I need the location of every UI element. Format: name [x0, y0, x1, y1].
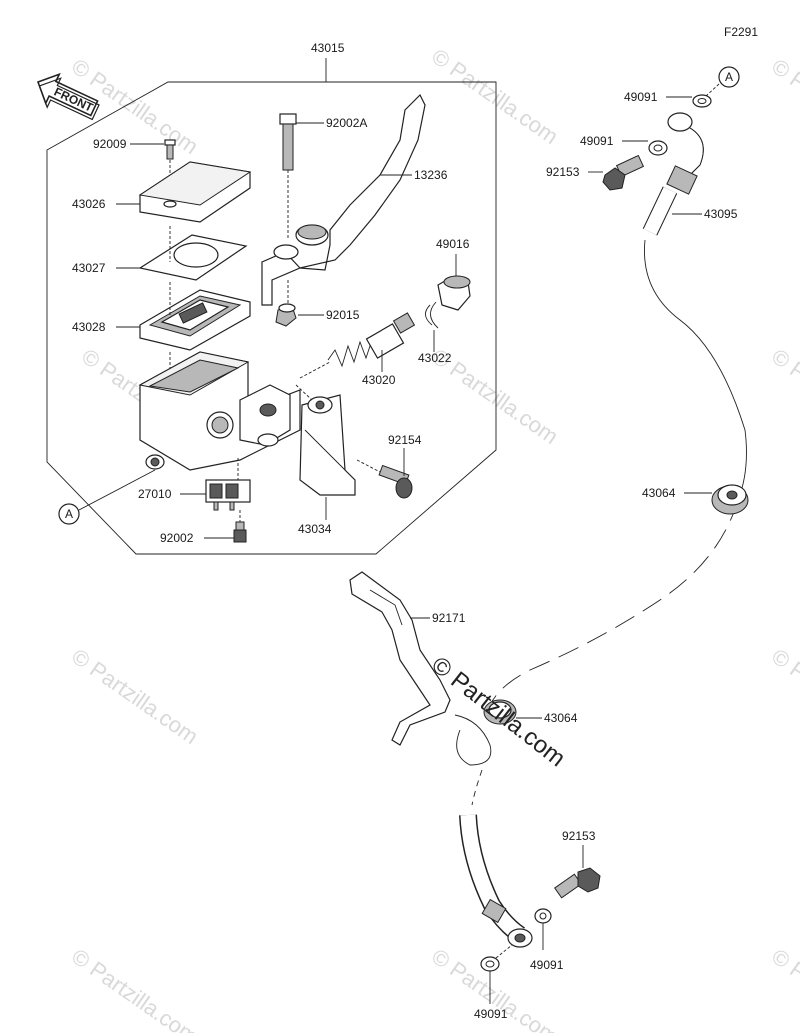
label-27010: 27010 [138, 487, 172, 501]
watermark: © Partzilla.com [67, 944, 203, 1033]
label-43034: 43034 [298, 522, 332, 536]
label-43026: 43026 [72, 197, 106, 211]
watermark: © Partzilla.com [767, 344, 800, 450]
ref-marker-a [58, 503, 80, 525]
screw-92009 [164, 139, 176, 160]
boot-49016 [437, 275, 471, 311]
nut-92015 [275, 303, 297, 327]
bolt-92154 [378, 464, 413, 499]
grommet-43064-center [483, 699, 517, 725]
pivot-bolt-92002A [279, 113, 297, 171]
grommet-43064-right [711, 484, 749, 515]
label-43028: 43028 [72, 320, 106, 334]
brake-hose-lower [459, 769, 533, 948]
label-92002A: 92002A [326, 116, 367, 130]
washer-49091-top [692, 94, 712, 108]
label-43064-right: 43064 [642, 486, 676, 500]
label-43064-center: 43064 [544, 711, 578, 725]
assembly-outline [46, 81, 497, 555]
screw-92002 [233, 521, 247, 543]
label-43027: 43027 [72, 261, 106, 275]
label-92153-bottom: 92153 [562, 829, 596, 843]
label-92015: 92015 [326, 308, 360, 322]
label-43015: 43015 [311, 41, 345, 55]
watermark: © Partzilla.com [767, 944, 800, 1033]
banjo-bolt-92153-bottom [554, 867, 601, 899]
label-92153-top: 92153 [546, 165, 580, 179]
watermark: © Partzilla.com [427, 44, 563, 150]
label-43022: 43022 [418, 351, 452, 365]
piston-spring-43020 [327, 312, 416, 368]
brake-hose-upper-43095 [642, 112, 704, 236]
label-13236: 13236 [414, 168, 448, 182]
circlip-43022 [425, 301, 439, 329]
label-92009: 92009 [93, 137, 127, 151]
bracket-92171 [349, 571, 492, 766]
banjo-bolt-92153-top [602, 154, 645, 191]
label-49016: 49016 [436, 237, 470, 251]
label-49091-top1: 49091 [624, 90, 658, 104]
ref-marker-a-label: A [725, 70, 733, 84]
ref-marker-a [718, 66, 740, 88]
label-92171: 92171 [432, 611, 466, 625]
figure-code: F2291 [724, 25, 758, 39]
ref-marker-a-label: A [65, 507, 73, 521]
label-43095: 43095 [704, 207, 738, 221]
washer-49091-second [648, 140, 668, 156]
label-49091-bottom2: 49091 [474, 1007, 508, 1021]
brake-switch-27010 [205, 479, 251, 511]
diaphragm-plate-43027 [138, 234, 248, 281]
watermark: © Partzilla.com [767, 54, 800, 160]
watermark: © Partzilla.com [767, 644, 800, 750]
washer-49091-bottom-right [534, 908, 552, 924]
brake-hose-line-upper [644, 239, 747, 501]
label-43020: 43020 [362, 373, 396, 387]
clamp-43034 [299, 394, 356, 496]
watermark: © Partzilla.com [67, 644, 203, 750]
label-49091-bottom1: 49091 [530, 958, 564, 972]
washer-49091-bottom-left [480, 956, 500, 972]
diaphragm-43028 [139, 289, 251, 351]
master-cylinder-body [138, 351, 301, 471]
label-92002: 92002 [160, 531, 194, 545]
reservoir-cap-43026 [138, 161, 252, 223]
label-49091-top2: 49091 [580, 134, 614, 148]
brake-hose-line-middle [489, 499, 739, 706]
label-92154: 92154 [388, 433, 422, 447]
brake-lever-13236 [261, 93, 426, 306]
